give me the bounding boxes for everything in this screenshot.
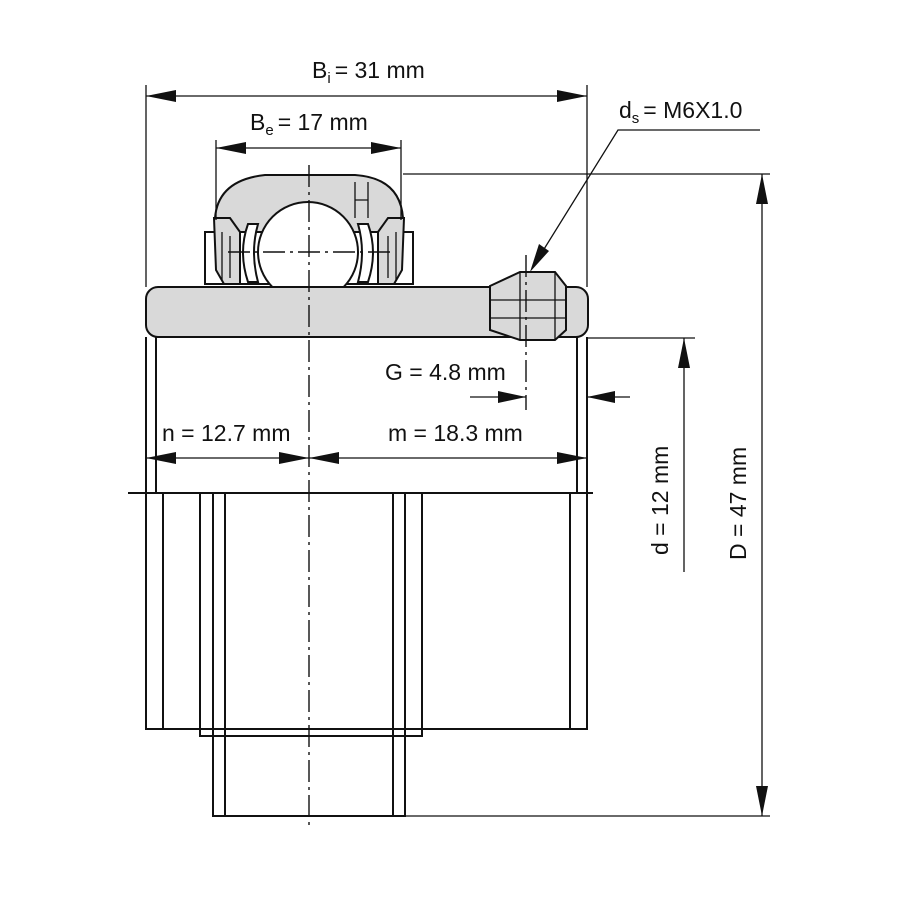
bearing-body [128, 174, 593, 817]
dim-m: m = 18.3 mm [309, 420, 587, 464]
lower-view [145, 492, 588, 817]
label-g: G = 4.8 mm [385, 359, 506, 385]
cage-left [242, 223, 260, 283]
label-bi: Bi= 31 mm [312, 57, 425, 87]
label-D: D = 47 mm [725, 447, 751, 560]
dim-n: n = 12.7 mm [146, 420, 309, 464]
dim-g: G = 4.8 mm [385, 359, 630, 403]
dim-d: d = 12 mm [587, 337, 695, 572]
dim-bi: Bi= 31 mm [145, 57, 588, 287]
dim-D: D = 47 mm [395, 173, 770, 817]
inner-ring-band [145, 286, 589, 338]
cage-right [356, 223, 374, 283]
label-ds: ds= M6X1.0 [619, 97, 742, 127]
label-n: n = 12.7 mm [162, 420, 290, 446]
label-d: d = 12 mm [647, 446, 673, 555]
seal-left [212, 217, 241, 285]
dim-be: Be= 17 mm [215, 109, 402, 220]
label-m: m = 18.3 mm [388, 420, 523, 446]
seal-right [377, 217, 406, 285]
dim-ds: ds= M6X1.0 [530, 97, 760, 272]
set-screw [489, 271, 567, 341]
label-be: Be= 17 mm [250, 109, 368, 139]
